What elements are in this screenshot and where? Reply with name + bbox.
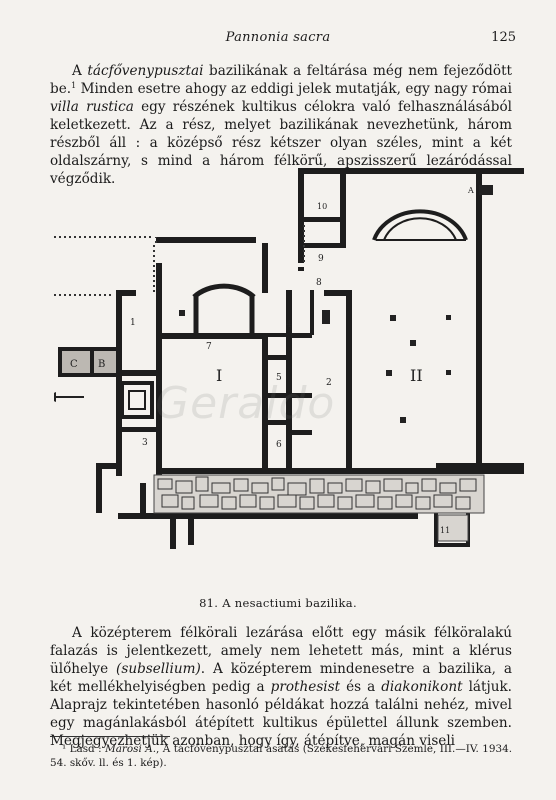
latin-term: villa rustica <box>50 99 134 115</box>
stepped-feature <box>120 381 154 419</box>
label-room-9: 9 <box>318 254 324 264</box>
label-room-II: II <box>410 366 423 385</box>
label-room-8: 8 <box>316 278 322 288</box>
north-arrow <box>54 392 84 402</box>
label-room-6: 6 <box>276 440 282 450</box>
label-room-7: 7 <box>206 342 212 352</box>
author-name: Marosi A. <box>105 743 157 755</box>
label-room-I: I <box>216 366 222 385</box>
label-C: C <box>70 359 78 370</box>
place-name: tácfővenypusztai <box>87 63 204 79</box>
apse-right <box>372 209 468 241</box>
latin-term: diakonikont <box>381 679 463 695</box>
plan-labels: I II 1 2 3 4 5 6 7 8 9 10 11 C B A <box>70 186 474 535</box>
label-room-10: 10 <box>317 202 327 211</box>
plan-walls <box>58 168 524 549</box>
label-room-2: 2 <box>326 378 332 388</box>
footnote-ref[interactable]: 1 <box>71 81 77 90</box>
floor-plan: I II 1 2 3 4 5 6 7 8 9 10 11 C B A <box>54 168 524 549</box>
running-head: Pannonia sacra 125 <box>0 30 556 48</box>
label-room-1: 1 <box>130 318 136 328</box>
apse-left <box>192 283 256 334</box>
latin-term: prothesist <box>270 679 341 695</box>
figure-caption: 81. A nesactiumi bazilika. <box>199 596 357 610</box>
running-title: Pannonia sacra <box>225 30 331 45</box>
vestibule <box>62 351 116 373</box>
paragraph-1: A tácfővenypusztai bazilikának a feltárá… <box>50 63 512 187</box>
label-B: B <box>98 359 105 370</box>
watermark: Geraldo <box>155 378 336 429</box>
label-room-4: 4 <box>286 320 292 330</box>
latin-term: (subsellium) <box>116 661 201 677</box>
label-room-11: 11 <box>440 526 450 535</box>
label-room-5: 5 <box>276 373 282 383</box>
page-number: 125 <box>491 30 516 45</box>
rubble-band <box>153 474 485 542</box>
plan-features <box>179 185 493 423</box>
footnote-rule <box>50 736 170 737</box>
label-room-3: 3 <box>142 438 148 448</box>
plan-dotted-lines <box>54 225 305 296</box>
label-A: A <box>467 186 474 195</box>
paragraph-2: A középterem félkörali lezárása előtt eg… <box>50 625 513 749</box>
footnote: ¹ Lásd : Marosi A., A tácfővenypusztai á… <box>50 743 513 769</box>
